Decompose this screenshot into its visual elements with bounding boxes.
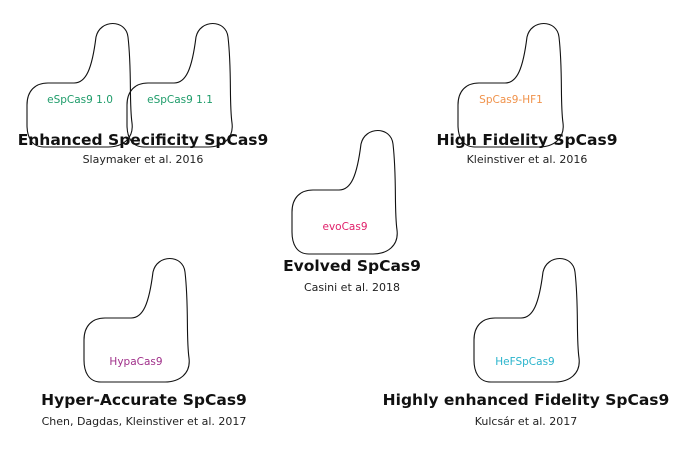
evo-citation: Casini et al. 2018 [303,281,401,294]
hypacas9-label: HypaCas9 [109,356,163,368]
espcas9-1-1-protein-shape [126,22,233,148]
hypa-citation: Chen, Dagdas, Kleinstiver et al. 2017 [41,415,247,428]
hf-group-title: High Fidelity SpCas9 [436,131,618,149]
hypa-group-title: Hyper-Accurate SpCas9 [41,391,247,409]
espcas9-1-0-label: eSpCas9 1.0 [47,94,113,106]
spcas9-hf1-label: SpCas9-HF1 [479,94,543,106]
espcas9-1-1-label: eSpCas9 1.1 [147,94,213,106]
espcas9-1-0-protein-shape [26,22,133,148]
espcas9-citation: Slaymaker et al. 2016 [82,153,204,166]
hef-citation: Kulcsár et al. 2017 [474,415,578,428]
hef-group-title: Highly enhanced Fidelity SpCas9 [382,391,670,409]
evo-group-title: Evolved SpCas9 [283,257,421,275]
evocas9-protein-shape [291,129,398,255]
hefspcas9-label: HeFSpCas9 [495,356,555,368]
spcas9-hf1-protein-shape [457,22,564,148]
espcas9-group-title: Enhanced Specificity SpCas9 [17,131,269,149]
evocas9-label: evoCas9 [322,221,368,233]
hf-citation: Kleinstiver et al. 2016 [466,153,588,166]
